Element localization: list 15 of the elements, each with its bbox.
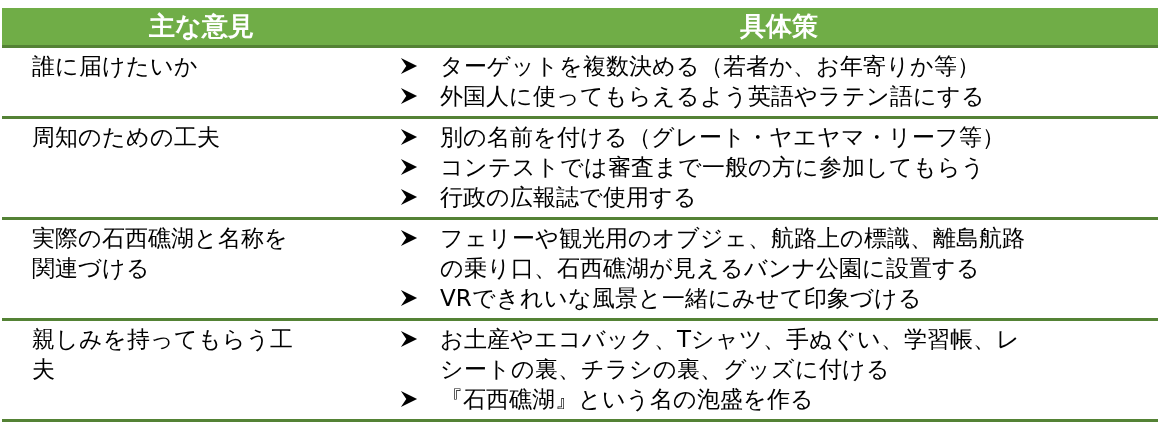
measure-text: 別の名前を付ける（グレート・ヤエヤマ・リーフ等） <box>440 123 1006 152</box>
column-header: 具体策 <box>739 10 819 43</box>
measure-text: コンテストでは審査まで一般の方に参加してもらう <box>440 153 986 182</box>
measure-text: フェリーや観光用のオブジェ、航路上の標識、離島航路の乗り口、石西礁湖が見えるバンナ公園に設置する <box>440 224 1026 283</box>
column-header: 主な意見 <box>147 10 255 43</box>
opinion-text: 誰に届けたいか <box>32 52 199 81</box>
measure-text: お土産やエコバック、Tシャツ、手ぬぐい、学習帳、レシートの裏、チラシの裏、グッズに付ける <box>440 325 1022 384</box>
measure-text: VRできれいな風景と一緒にみせて印象づける <box>440 284 923 313</box>
opinion-text: 実際の石西礁湖と名称を関連づける <box>32 224 289 283</box>
measure-text: 『石西礁湖』という名の泡盛を作る <box>440 385 815 414</box>
measure-text: ターゲットを複数決める（若者か、お年寄りか等） <box>440 52 981 81</box>
measure-text: 外国人に使ってもらえるよう英語やラテン語にする <box>440 82 986 111</box>
opinion-text: 親しみを持ってもらう工夫 <box>32 325 294 384</box>
measure-text: 行政の広報誌で使用する <box>440 183 698 212</box>
opinion-text: 周知のための工夫 <box>32 123 221 152</box>
